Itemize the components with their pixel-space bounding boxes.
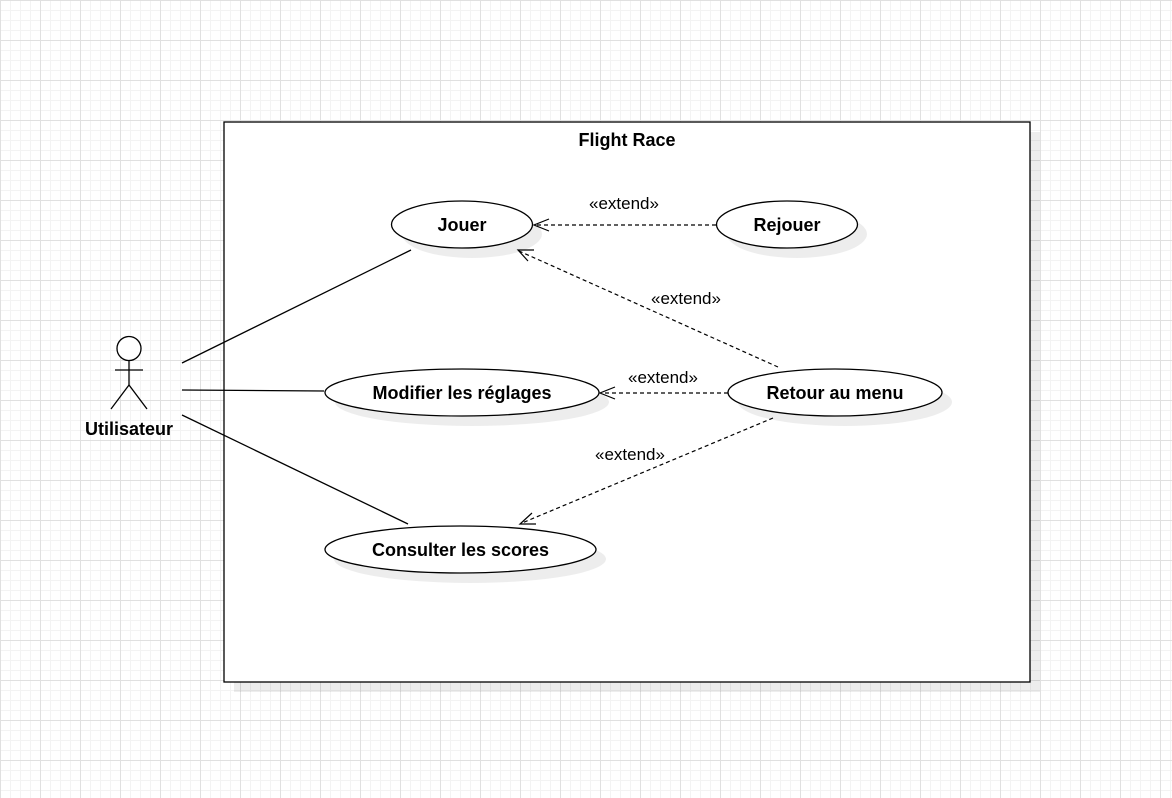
use-case-ellipse[interactable]	[324, 525, 597, 574]
extend-arrowhead	[532, 218, 550, 232]
use-case-consulter[interactable]: Consulter les scores	[324, 525, 606, 583]
extend-label: «extend»	[628, 368, 698, 387]
extend-arrowhead	[516, 249, 534, 262]
actor-leg-right	[128, 384, 148, 410]
extend-line[interactable]	[518, 250, 779, 368]
extend-arrowhead	[598, 386, 616, 400]
extend-rejouer-jouer[interactable]: «extend»	[532, 194, 716, 232]
use-case-ellipse[interactable]	[727, 368, 943, 417]
use-case-retour[interactable]: Retour au menu	[727, 368, 952, 426]
actor-head[interactable]	[116, 335, 142, 362]
use-case-label: Rejouer	[753, 215, 820, 235]
use-case-ellipse[interactable]	[390, 200, 534, 249]
extend-label: «extend»	[651, 289, 721, 308]
association-jouer[interactable]	[181, 249, 412, 364]
actor-leg-left	[110, 384, 130, 410]
extend-retour-consulter[interactable]: «extend»	[518, 417, 774, 525]
use-case-ellipse[interactable]	[324, 368, 600, 417]
extend-label: «extend»	[589, 194, 659, 213]
association-consulter[interactable]	[181, 414, 409, 525]
use-case-label: Retour au menu	[766, 383, 903, 403]
use-case-rejouer[interactable]: Rejouer	[715, 200, 868, 258]
use-case-ellipse[interactable]	[715, 200, 859, 249]
system-title: Flight Race	[578, 130, 675, 150]
extend-retour-jouer[interactable]: «extend»	[516, 249, 779, 368]
use-case-label: Consulter les scores	[372, 540, 549, 560]
use-case-jouer[interactable]: Jouer	[390, 200, 543, 258]
extend-line[interactable]	[521, 417, 774, 524]
actor-utilisateur[interactable]: Utilisateur	[85, 335, 173, 440]
use-case-modifier[interactable]: Modifier les réglages	[324, 368, 609, 426]
association-modifier[interactable]	[181, 389, 325, 392]
use-case-label: Jouer	[437, 215, 486, 235]
use-case-label: Modifier les réglages	[372, 383, 551, 403]
actor-label: Utilisateur	[85, 419, 173, 439]
extend-label: «extend»	[595, 445, 665, 464]
extend-retour-modifier[interactable]: «extend»	[598, 368, 728, 400]
extend-arrowhead	[518, 512, 536, 525]
